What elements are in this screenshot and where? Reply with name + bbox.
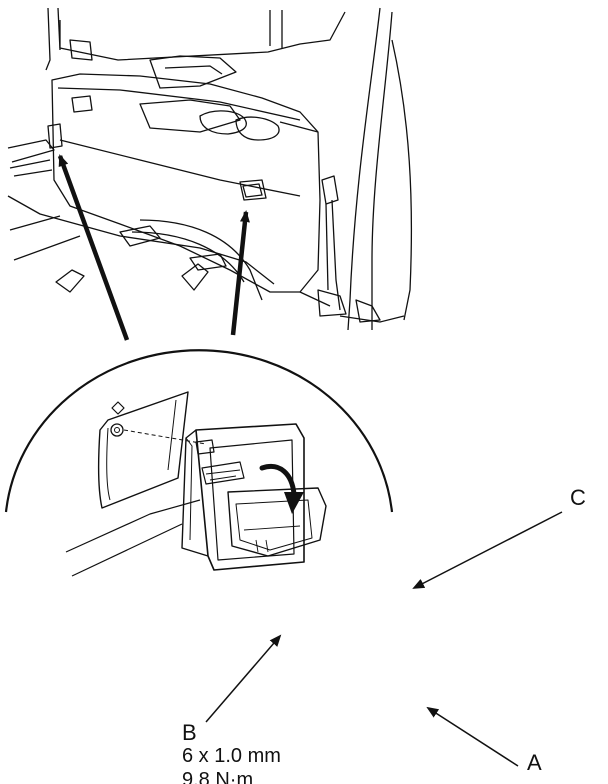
callout-a-label: A	[527, 750, 542, 775]
callout-b-label: B	[182, 720, 197, 745]
rotation-arrow-icon	[259, 464, 304, 514]
callout-leaders	[205, 511, 563, 767]
panel-opening	[97, 391, 189, 509]
fastener-size-label: 6 x 1.0 mm	[182, 745, 281, 767]
vehicle-interior	[7, 7, 413, 331]
leader-c-arrow-icon	[412, 511, 563, 589]
leader-arrows	[57, 154, 250, 341]
clip-hole	[110, 423, 124, 437]
callout-c-label: C	[570, 485, 586, 510]
cover-flap	[227, 487, 327, 557]
leader-a-arrow-icon	[426, 706, 519, 767]
detail-inset	[4, 349, 394, 577]
cover-clip	[201, 461, 245, 485]
leader-arrow-right-icon	[230, 210, 250, 336]
leader-b-arrow-icon	[205, 634, 282, 723]
inset-circle-outline	[4, 349, 394, 513]
torque-spec-label: 9.8 N·m	[182, 769, 254, 784]
leader-arrow-left-icon	[57, 154, 130, 341]
